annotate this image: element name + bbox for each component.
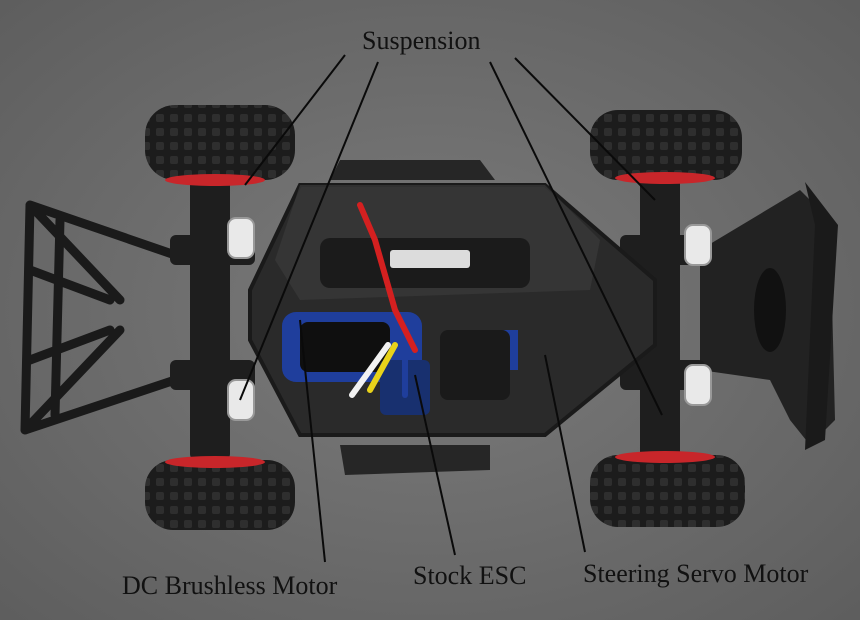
annotation-leader-lines: [239, 54, 663, 563]
stock-esc-label: Stock ESC: [413, 561, 527, 590]
wires: [349, 202, 418, 398]
front-bumper: [700, 182, 838, 450]
rear-bumper-cage: [20, 200, 180, 435]
wheels: [145, 105, 745, 530]
steering-servo-motor-label: Steering Servo Motor: [583, 559, 809, 588]
suspension-label: Suspension: [362, 26, 481, 55]
dc-brushless-motor-label: DC Brushless Motor: [122, 571, 338, 600]
servo-unit: [440, 330, 510, 400]
